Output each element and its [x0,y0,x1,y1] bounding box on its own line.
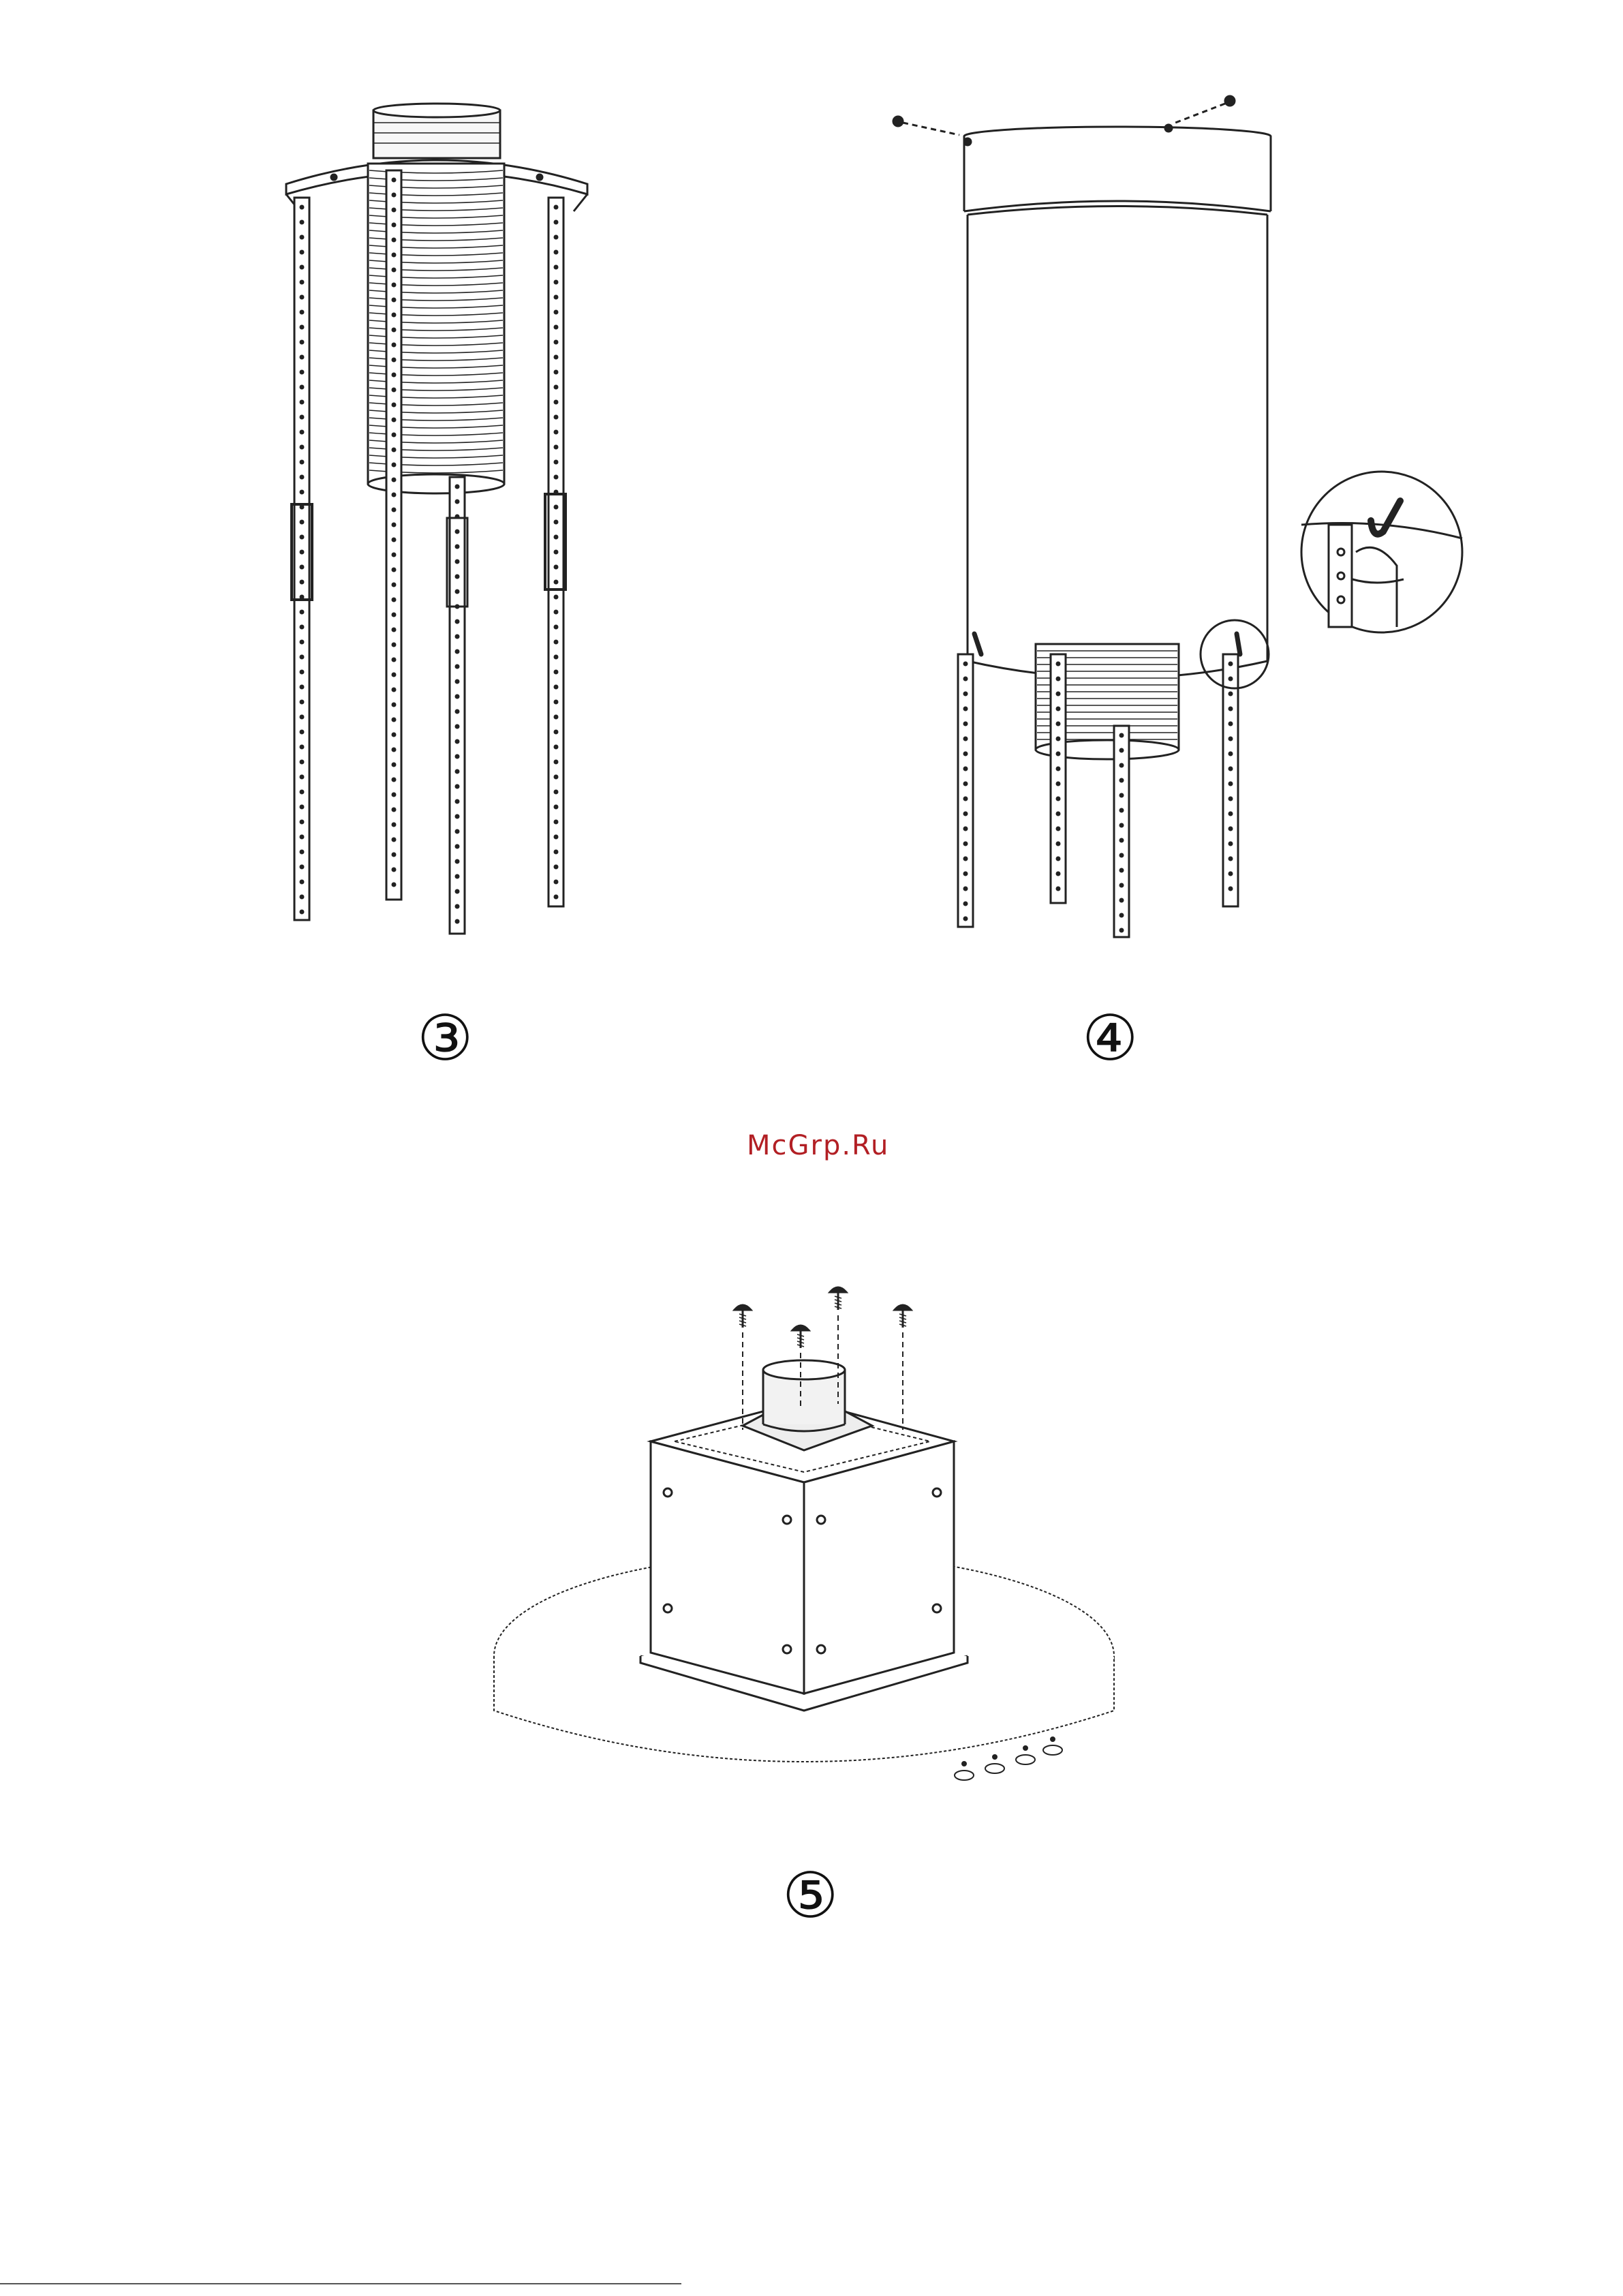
bracket-bar-center-right [1114,726,1129,937]
duct-collar [373,104,500,158]
lower-chimney-section [968,206,1267,679]
bracket-bar-center-left [1051,654,1066,903]
bracket-bar-center-left [386,170,401,900]
figure-step-3 [259,95,613,954]
figure-step-5 [477,1268,1145,1833]
bracket-bar-right [1223,654,1238,906]
bracket-bar-center-right [450,477,465,934]
step-number-5: ⑤ [782,1865,838,1927]
screw [735,1305,751,1328]
figure-step-4 [879,89,1479,961]
top-screw-left [893,117,959,135]
bracket-bar-right [548,198,563,906]
screw [895,1305,911,1328]
detail-magnifier [1301,472,1462,632]
bracket-bar-left [958,654,973,927]
screw [792,1326,809,1348]
footer-rule [0,2283,681,2284]
mounting-screws [735,1287,911,1348]
upper-chimney-section [964,125,1271,211]
screw [830,1287,846,1310]
bracket-bar-left [294,198,309,920]
top-screw-right [1172,96,1235,124]
step-number-3: ③ [417,1007,473,1070]
step-number-4: ④ [1082,1007,1138,1070]
watermark: McGrp.Ru [747,1130,889,1161]
